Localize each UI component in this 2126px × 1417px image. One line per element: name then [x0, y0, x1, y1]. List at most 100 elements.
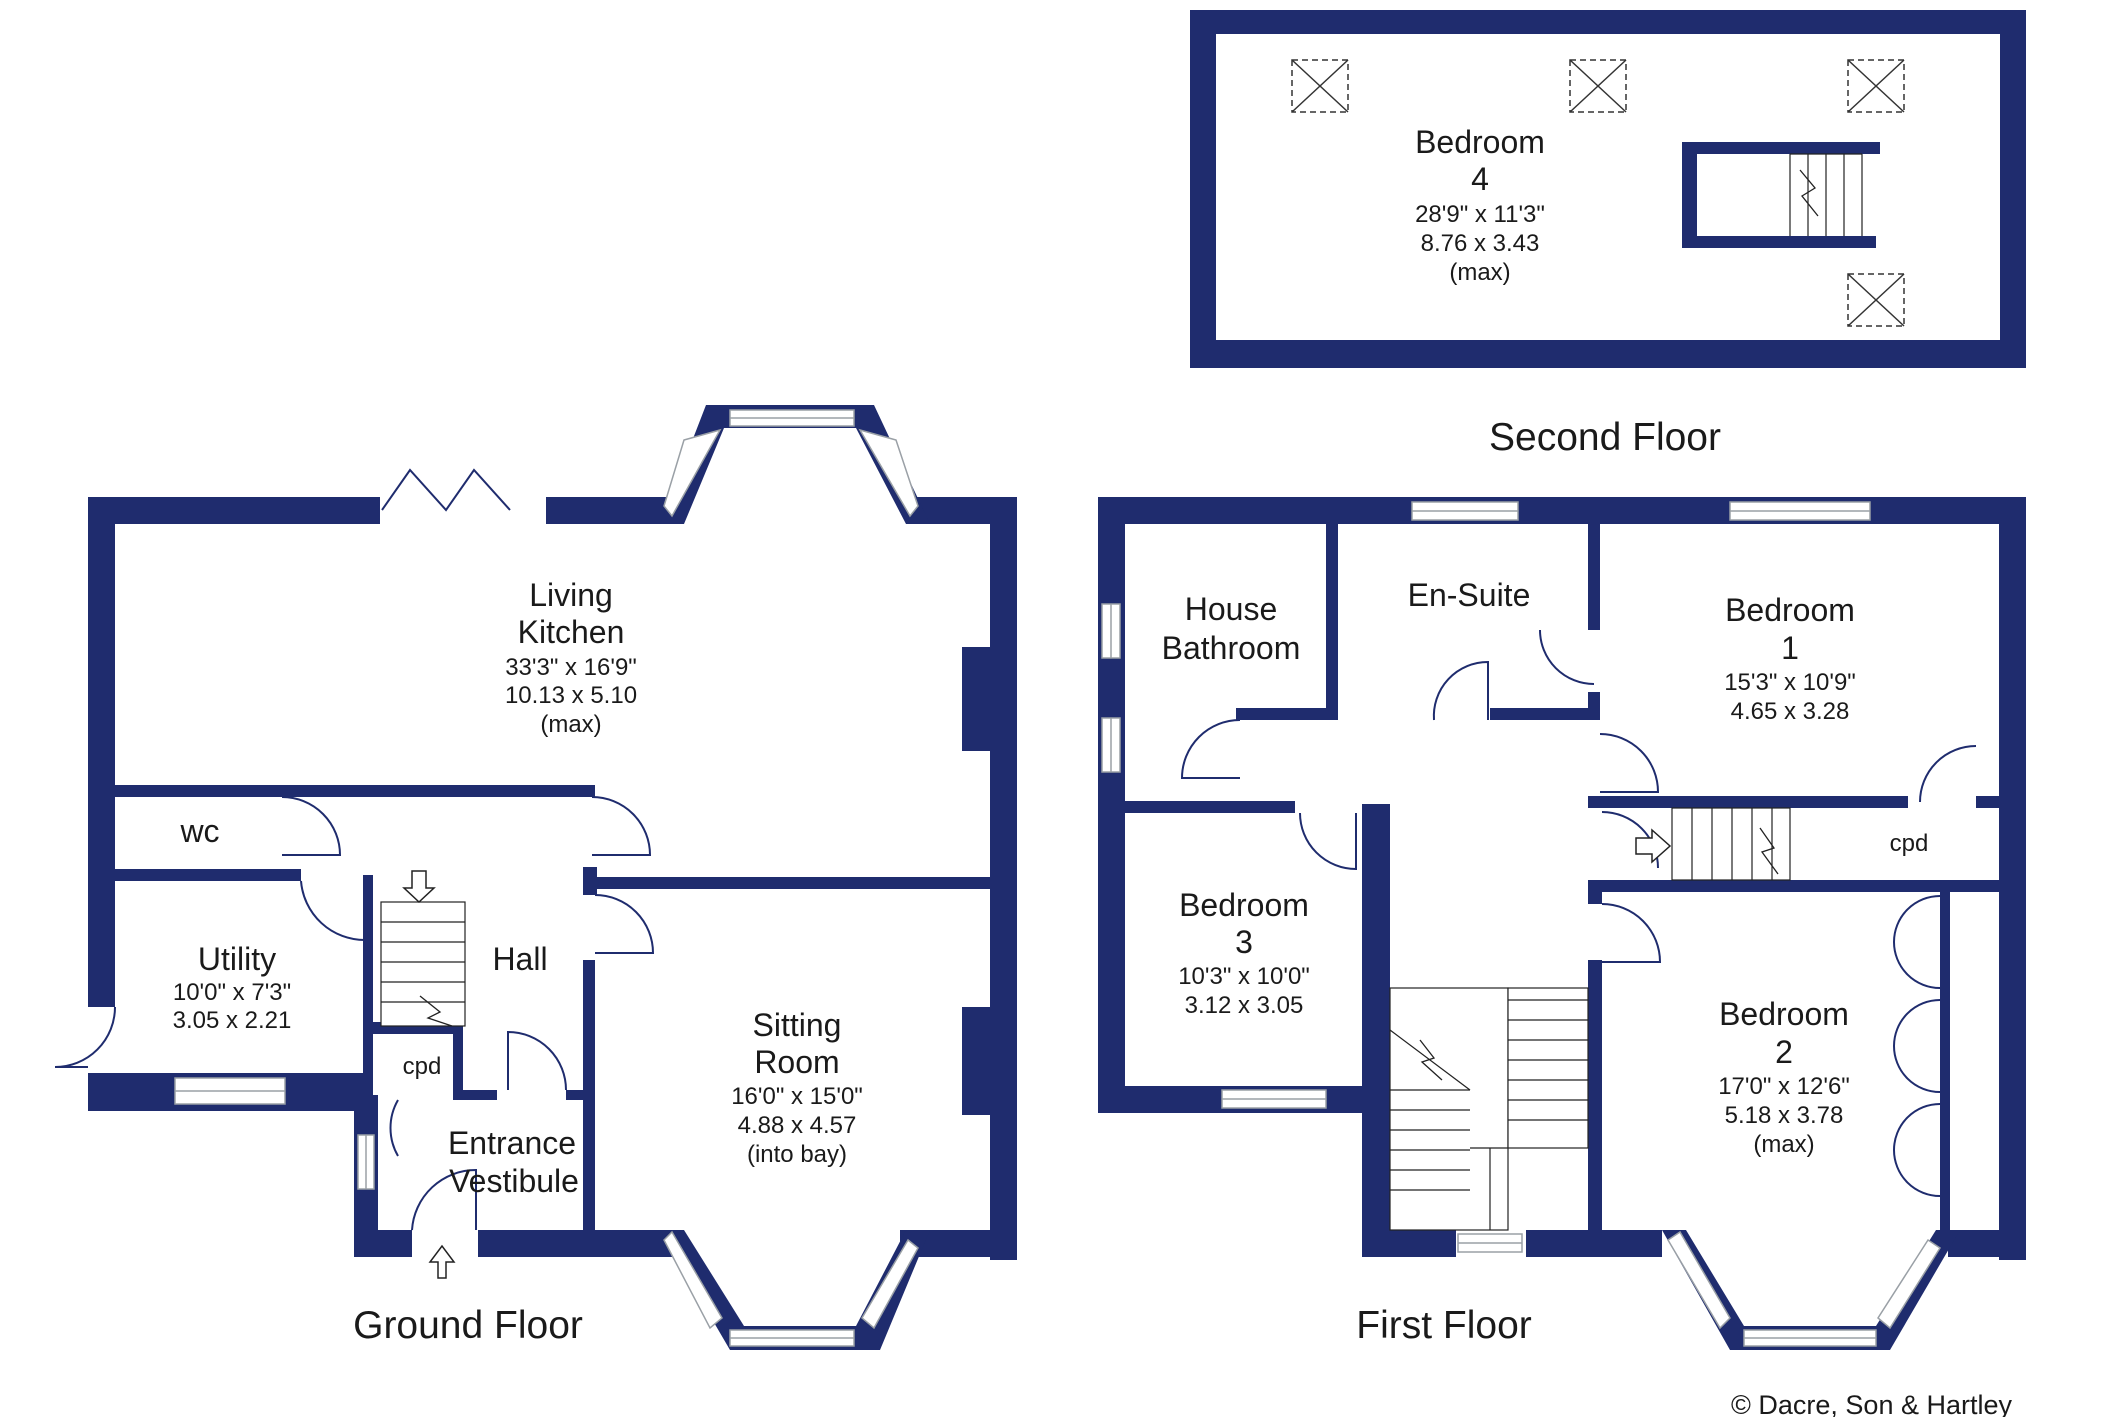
kitchen-wc-partition: [115, 785, 595, 797]
first-front-wall-left: [1362, 1230, 1456, 1257]
kitchen-bay-side-window-right: [858, 428, 919, 518]
bedroom4-dim-imperial: 28'9" x 11'3": [1415, 201, 1545, 228]
first-floor-landing-stairs: [1671, 807, 1791, 881]
stair-left-wall: [1362, 804, 1390, 1256]
front-wall-right: [478, 1230, 678, 1257]
door-cpd: [389, 1099, 399, 1157]
hall-label: Hall: [492, 941, 547, 977]
bedroom2-dim-imperial: 17'0" x 12'6": [1718, 1073, 1850, 1100]
cpd-ground-label: cpd: [403, 1053, 442, 1080]
bedroom2-dim-metric: 5.18 x 3.78: [1725, 1102, 1844, 1129]
skylight: [1291, 59, 1905, 327]
second-floor-title: Second Floor: [1489, 416, 1721, 459]
ground-floor-title: Ground Floor: [353, 1304, 583, 1347]
ground-left-wall: [88, 497, 115, 1007]
bedroom4-note: (max): [1449, 259, 1510, 286]
sitting-bay-side-window-left: [663, 1230, 723, 1330]
house-bathroom-label-2: Bathroom: [1162, 630, 1301, 666]
door-bedroom2: [1601, 903, 1662, 963]
living-kitchen-dim-metric: 10.13 x 5.10: [505, 682, 637, 709]
bedroom4-dim-metric: 8.76 x 3.43: [1421, 230, 1540, 257]
living-kitchen-top-wall-left: [88, 497, 380, 524]
cpd-right-wall: [453, 1022, 463, 1100]
en-suite-label: En-Suite: [1408, 577, 1531, 613]
ensuite-bottom-wall: [1490, 708, 1594, 720]
kitchen-bay-side-window-left: [663, 428, 722, 518]
stair-surround-wall: [1682, 142, 1880, 248]
door-bedroom1: [1599, 733, 1660, 793]
living-kitchen-top-wall-right: [546, 497, 680, 524]
window: [1101, 501, 1877, 1347]
bedroom2-note: (max): [1753, 1131, 1814, 1158]
second-floor-staircase: [1789, 153, 1863, 236]
bathroom-ensuite-partition: [1326, 520, 1338, 710]
wardrobe-wall: [1940, 886, 1950, 1236]
copyright: © Dacre, Son & Hartley: [1731, 1390, 2012, 1417]
living-kitchen-dim-imperial: 33'3" x 16'9": [505, 654, 637, 681]
sitting-west-wall: [583, 960, 595, 1230]
entrance-vestibule-label-2: Vestibule: [449, 1163, 579, 1199]
wc-utility-partition: [115, 869, 301, 881]
utility-dim-metric: 3.05 x 2.21: [173, 1007, 292, 1034]
bedroom1-dim-metric: 4.65 x 3.28: [1731, 698, 1850, 725]
sitting-room-label-1: Sitting: [753, 1007, 842, 1043]
wardrobe-doors: [1893, 895, 1941, 1197]
door-bathroom: [1180, 719, 1241, 779]
first-floor-title: First Floor: [1356, 1304, 1532, 1347]
first-floor-main-stairs: [1389, 987, 1589, 1231]
door-wc: [281, 796, 342, 856]
chimney-breast-sitting: [962, 1007, 992, 1115]
door-cpd-first: [1919, 745, 1977, 803]
bedroom3-dim-metric: 3.12 x 3.05: [1185, 992, 1304, 1019]
ground-floor: Living Kitchen 33'3" x 16'9" 10.13 x 5.1…: [54, 405, 1017, 1350]
door-bedroom1-ensuite: [1539, 629, 1595, 685]
chimney-breast-kitchen: [962, 647, 992, 751]
bedroom1-bottom-wall: [1588, 796, 1908, 808]
front-wall-left: [354, 1230, 412, 1257]
ensuite-right-wall-lower: [1588, 692, 1600, 720]
cpd-first-bottom-wall: [1588, 880, 2008, 892]
stair-direction-arrow: [402, 870, 436, 904]
bedroom1-label-2: 1: [1781, 630, 1799, 666]
living-kitchen-note: (max): [540, 711, 601, 738]
door-utility-external: [54, 1006, 116, 1068]
house-bathroom-label-1: House: [1185, 591, 1278, 627]
utility-dim-imperial: 10'0" x 7'3": [173, 979, 291, 1006]
living-kitchen-label-1: Living: [529, 577, 613, 613]
bedroom3-right-wall: [1362, 804, 1390, 844]
bedroom2-bay-side-window-left: [1666, 1230, 1731, 1330]
door-kitchen-hall: [591, 796, 652, 856]
sitting-room-note: (into bay): [747, 1141, 847, 1168]
door-vestibule-inner: [507, 1030, 567, 1091]
door-ensuite: [1432, 660, 1489, 721]
ensuite-right-wall: [1588, 520, 1600, 630]
living-kitchen-label-2: Kitchen: [518, 614, 625, 650]
second-floor: Bedroom 4 28'9" x 11'3" 8.76 x 3.43 (max…: [1190, 10, 2026, 459]
wc-label: wc: [179, 813, 219, 849]
bedroom4-label-2: 4: [1471, 161, 1489, 197]
sitting-bay-side-window-right: [861, 1238, 919, 1330]
cpd-bottom-wall: [453, 1090, 497, 1100]
cpd-first-label: cpd: [1890, 830, 1929, 857]
bedroom1-dim-imperial: 15'3" x 10'9": [1724, 669, 1856, 696]
sitting-room-label-2: Room: [754, 1044, 839, 1080]
bathroom-bottom-wall: [1236, 708, 1338, 720]
door-front: [411, 1168, 477, 1231]
stair-landing-wall: [1588, 880, 1602, 904]
ground-right-wall: [990, 497, 1017, 1260]
utility-label: Utility: [198, 941, 276, 977]
bedroom3-label-1: Bedroom: [1179, 887, 1309, 923]
entrance-arrow: [428, 1244, 456, 1279]
bedroom2-left-wall: [1588, 960, 1602, 1236]
hall-left-wall: [363, 875, 373, 1095]
door-sitting: [594, 894, 655, 954]
first-floor: House Bathroom En-Suite Bedroom 1 15'3" …: [1098, 497, 2026, 1350]
bedroom2-bay-side-window-right: [1877, 1238, 1942, 1330]
sitting-room-dim-imperial: 16'0" x 15'0": [731, 1083, 863, 1110]
bedroom3-top-wall: [1125, 801, 1295, 813]
bedroom3-label-2: 3: [1235, 924, 1253, 960]
entrance-vestibule-label-1: Entrance: [448, 1125, 576, 1161]
bedroom1-bottom-wall-right: [1976, 796, 2006, 808]
bedroom4-label-1: Bedroom: [1415, 124, 1545, 160]
